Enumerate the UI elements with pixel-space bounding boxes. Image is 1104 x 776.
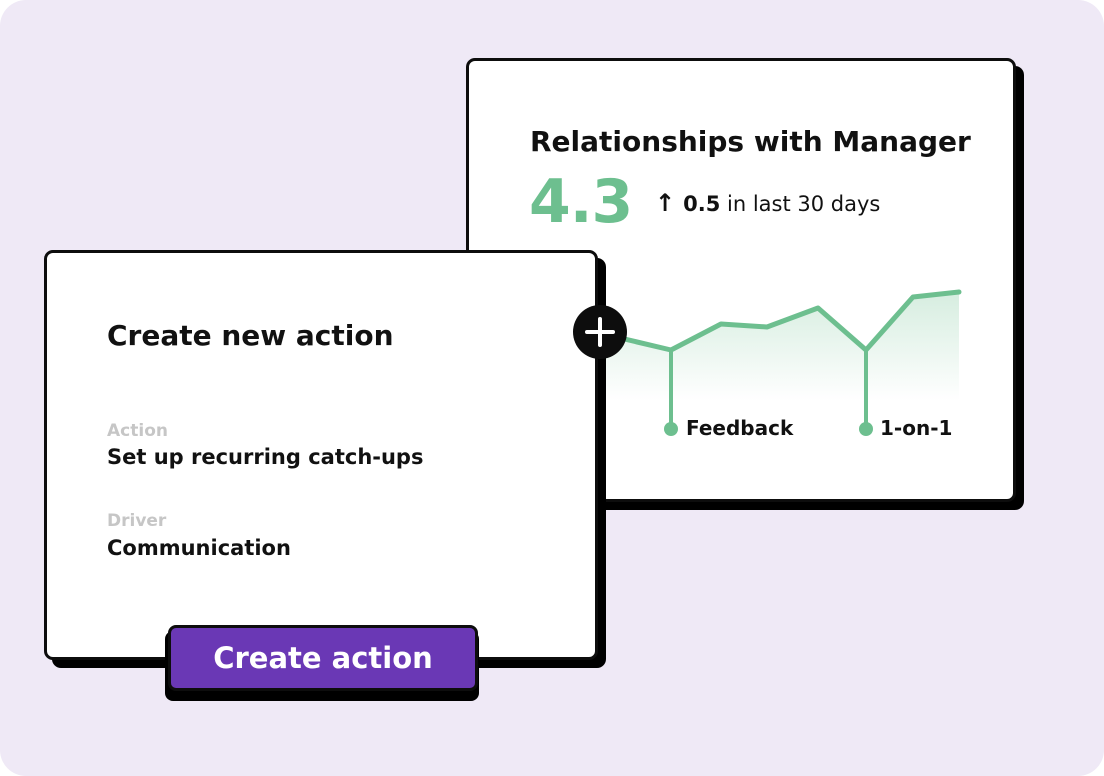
feedback-label: Feedback bbox=[686, 416, 794, 440]
action-card: Create new action Action Set up recurrin… bbox=[44, 250, 598, 660]
driver-field-label: Driver bbox=[107, 511, 167, 531]
score-card-title: Relationships with Manager bbox=[530, 125, 971, 158]
trend-text: in last 30 days bbox=[727, 192, 881, 216]
trend-delta: 0.5 bbox=[683, 192, 721, 216]
score-card: Relationships with Manager 4.3 ↑ 0.5 in l… bbox=[466, 58, 1016, 502]
driver-field-value[interactable]: Communication bbox=[107, 536, 291, 560]
score-trend: ↑ 0.5 in last 30 days bbox=[655, 189, 880, 217]
arrow-up-icon: ↑ bbox=[655, 189, 676, 217]
score-value: 4.3 bbox=[529, 167, 633, 237]
action-field-value[interactable]: Set up recurring catch-ups bbox=[107, 445, 424, 469]
feedback-marker-dot bbox=[664, 422, 678, 436]
one-on-one-label: 1-on-1 bbox=[880, 416, 953, 440]
trend-chart bbox=[596, 289, 962, 436]
add-button[interactable] bbox=[573, 305, 627, 359]
trend-line bbox=[596, 289, 962, 353]
plus-icon bbox=[585, 317, 615, 347]
one-on-one-marker-dot bbox=[859, 422, 873, 436]
create-action-button[interactable]: Create action bbox=[168, 625, 478, 691]
action-field-label: Action bbox=[107, 421, 168, 441]
action-card-title: Create new action bbox=[107, 319, 394, 352]
trend-area bbox=[599, 292, 959, 401]
